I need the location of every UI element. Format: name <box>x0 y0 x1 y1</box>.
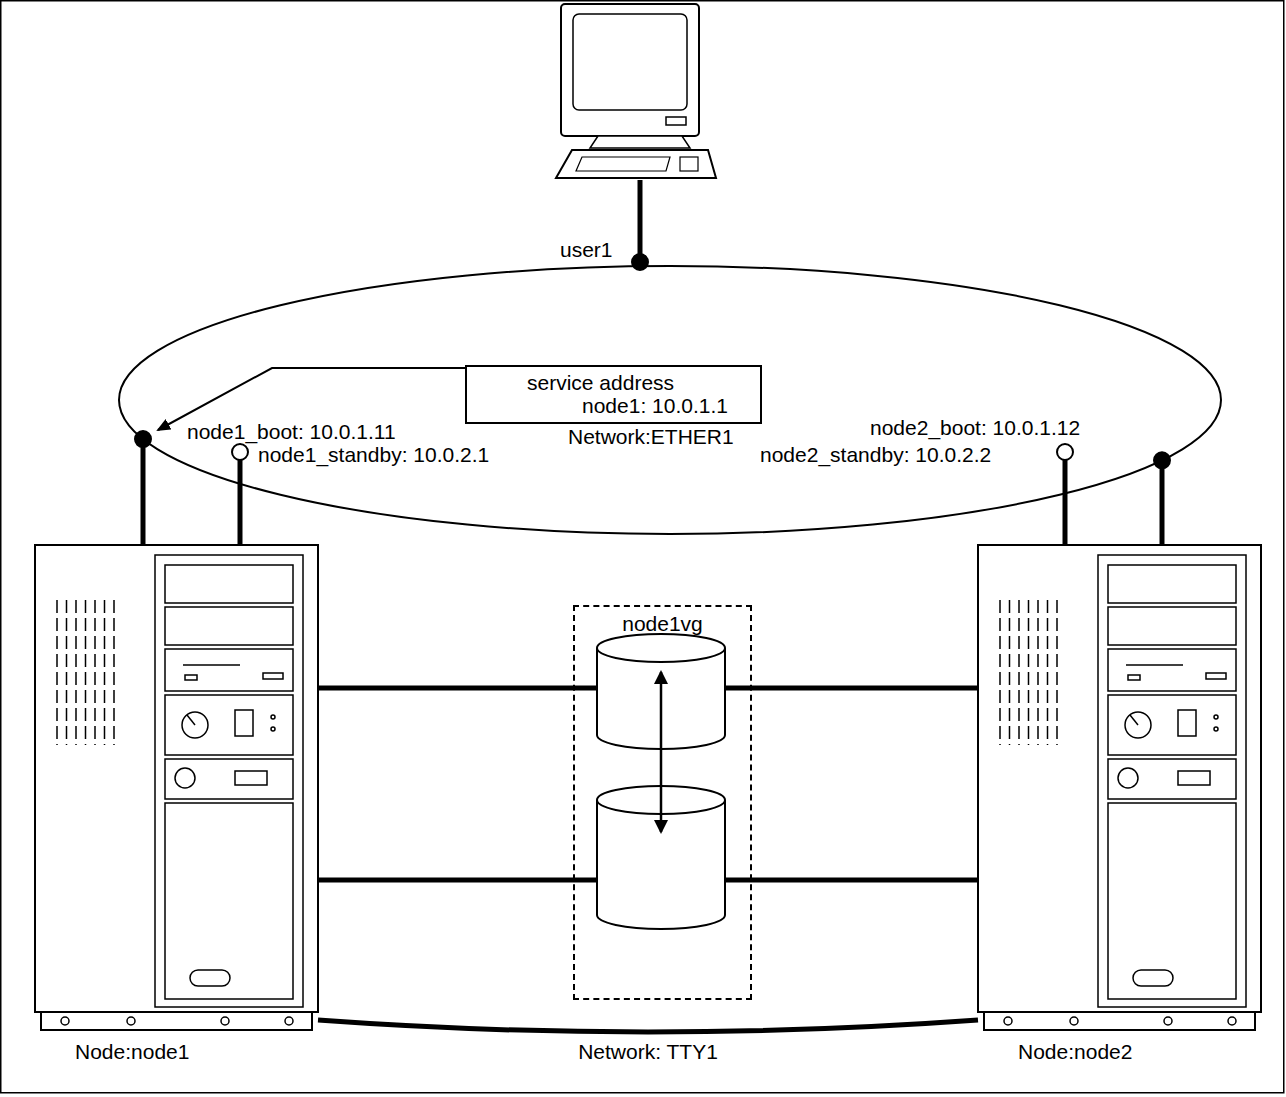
address-text: node1: 10.0.1.1 <box>582 394 748 417</box>
server-illustration <box>35 545 318 1030</box>
user-workstation: user1 <box>552 2 728 180</box>
network-link <box>638 180 643 262</box>
network-ellipse: Network:ETHER1service addressnode1: 10.0… <box>118 265 1222 535</box>
standby-adapter <box>1057 444 1073 460</box>
workstation-icon <box>556 4 716 178</box>
standby-adapter <box>232 444 248 460</box>
node-label: Node:node2 <box>1018 1040 1132 1063</box>
address-label: node1_boot: 10.0.1.11 <box>187 420 396 443</box>
monitor-button <box>666 117 686 125</box>
node-label: node1vg <box>575 612 750 635</box>
service-address-box: service addressnode1: 10.0.1.1 <box>465 365 762 424</box>
keyboard-keys <box>576 157 670 171</box>
keyboard-pad <box>680 157 698 171</box>
server-illustration <box>978 545 1261 1030</box>
screen <box>573 14 687 110</box>
volume-group-box: node1vg <box>573 605 752 1000</box>
network-label: Network: TTY1 <box>575 1040 721 1063</box>
address-label: node2_standby: 10.0.2.2 <box>760 443 991 466</box>
adapter-dot <box>632 254 648 270</box>
disk-drives <box>597 634 725 929</box>
network-link <box>318 686 597 691</box>
network-link <box>318 1020 978 1032</box>
disk-top <box>597 634 725 662</box>
server-node: Node:node1 <box>35 545 318 1030</box>
network-link <box>141 439 146 545</box>
server-node: Node:node2 <box>978 545 1262 1030</box>
network-ring <box>119 266 1221 534</box>
node-label: Network:ETHER1 <box>568 425 734 448</box>
node-label: user1 <box>560 238 613 261</box>
network-link <box>1063 460 1068 545</box>
mirror-arrow <box>660 672 663 832</box>
network-link <box>725 686 978 691</box>
monitor <box>561 4 699 136</box>
keyboard <box>556 150 716 178</box>
node-label: Node:node1 <box>75 1040 189 1063</box>
address-label: node1_standby: 10.0.2.1 <box>258 443 489 466</box>
network-link <box>1160 460 1165 545</box>
network-link <box>318 878 597 883</box>
address-text: service address <box>527 371 748 394</box>
address-label: node2_boot: 10.0.1.12 <box>870 416 1080 439</box>
network-link <box>238 460 243 545</box>
network-link <box>725 878 978 883</box>
monitor-stand <box>590 136 690 148</box>
